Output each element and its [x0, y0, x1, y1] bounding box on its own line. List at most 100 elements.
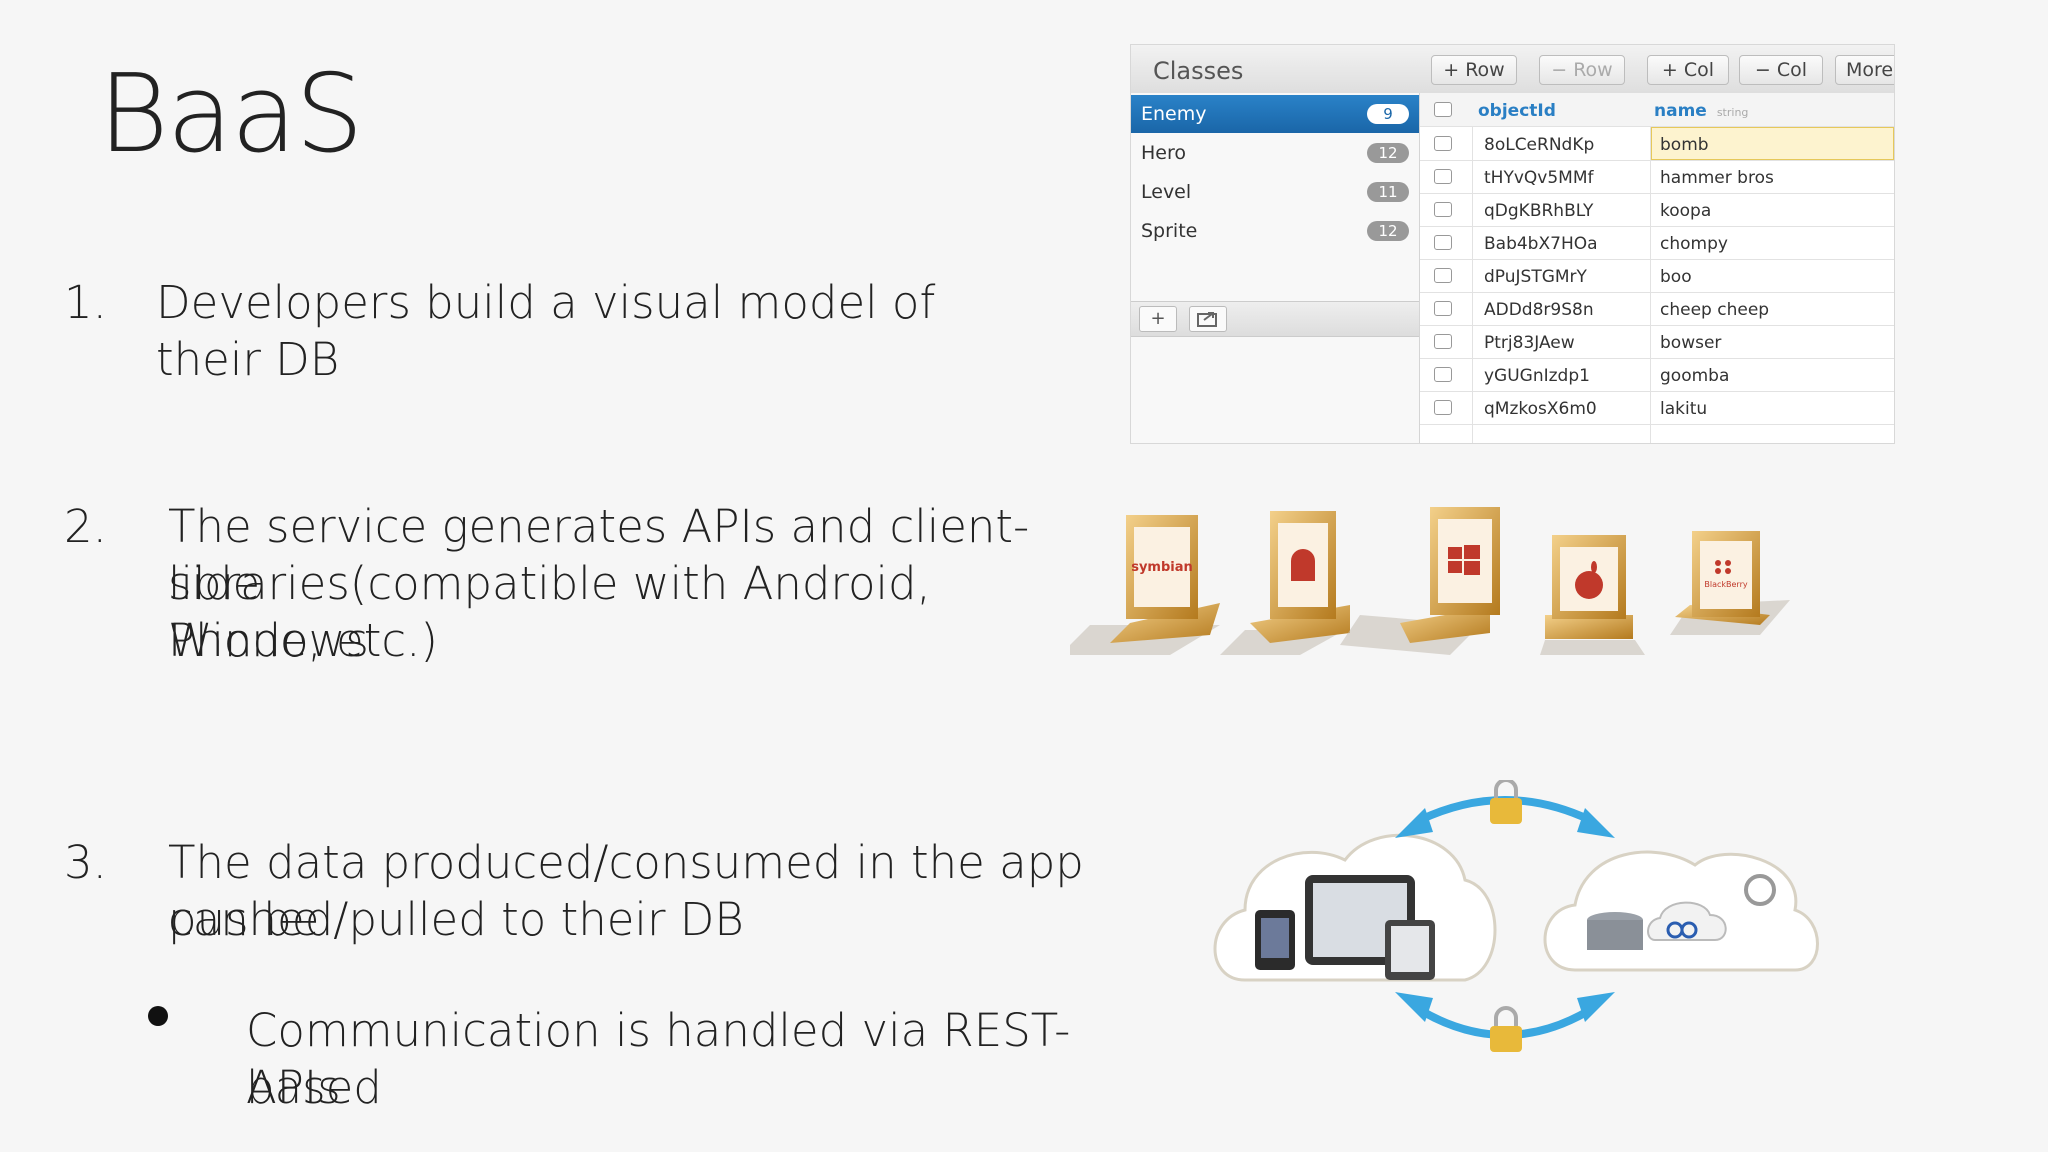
remove-col-button[interactable]: − Col	[1739, 55, 1823, 85]
row-checkbox[interactable]	[1434, 202, 1452, 217]
row-checkbox[interactable]	[1434, 235, 1452, 250]
bullet-line-2: APIs	[246, 1061, 341, 1114]
grid-header-row: objectId name string	[1420, 93, 1894, 127]
point-2-line-2: libraries(compatible with Android, Windo…	[168, 557, 931, 667]
class-item-label: Sprite	[1141, 220, 1198, 242]
cell-name[interactable]: lakitu	[1660, 399, 1708, 419]
cloud-sync-diagram	[1205, 778, 1835, 1070]
grid-divider	[1472, 93, 1473, 443]
add-row-button[interactable]: + Row	[1431, 55, 1517, 85]
point-1-number: 1.	[64, 276, 107, 329]
grid-divider	[1650, 93, 1651, 443]
bullet-dot	[148, 1006, 168, 1026]
row-checkbox[interactable]	[1434, 400, 1452, 415]
table-row[interactable]: 8oLCeRNdKp bomb	[1420, 127, 1894, 161]
class-count-badge: 11	[1367, 182, 1409, 202]
class-item-hero[interactable]: Hero 12	[1131, 134, 1419, 172]
point-3-line-2: pushed/pulled to their DB	[168, 893, 744, 946]
class-item-sprite[interactable]: Sprite 12	[1131, 212, 1419, 250]
bullet-item: Communication is handled via REST-based …	[246, 1002, 1146, 1122]
cell-name[interactable]: bowser	[1660, 333, 1722, 353]
windows-phone-icon	[1340, 507, 1500, 655]
top-sync-arrows	[1395, 778, 1615, 838]
symbian-icon: symbian	[1060, 515, 1220, 655]
cell-objectid[interactable]: Bab4bX7HOa	[1484, 234, 1598, 254]
class-item-level[interactable]: Level 11	[1131, 173, 1419, 211]
selected-cell-highlight	[1651, 127, 1894, 160]
platform-plaques-svg: symbian	[1060, 507, 1790, 655]
point-1-text: Developers build a visual model of their…	[156, 276, 936, 386]
column-header-objectid[interactable]: objectId	[1478, 101, 1556, 121]
column-name-label: name	[1654, 101, 1707, 121]
cell-name[interactable]: cheep cheep	[1660, 300, 1770, 320]
cell-objectid[interactable]: 8oLCeRNdKp	[1484, 135, 1595, 155]
class-count-badge: 12	[1367, 221, 1409, 241]
class-item-label: Hero	[1141, 142, 1186, 164]
cell-name[interactable]: bomb	[1660, 135, 1709, 155]
point-2: 2. The service generates APIs and client…	[64, 498, 1084, 678]
more-button[interactable]: More	[1835, 55, 1894, 85]
cell-objectid[interactable]: qMzkosX6m0	[1484, 399, 1597, 419]
table-row[interactable]: qMzkosX6m0 lakitu	[1420, 391, 1894, 425]
row-checkbox[interactable]	[1434, 136, 1452, 151]
sidebar-actions: +	[1131, 301, 1419, 337]
symbian-label: symbian	[1131, 560, 1193, 575]
point-1: 1. Developers build a visual model of th…	[64, 274, 1024, 386]
device-cloud	[1213, 833, 1497, 982]
point-3-number: 3.	[64, 836, 107, 889]
db-browser-panel: Classes + Row − Row + Col − Col More Ene…	[1130, 44, 1895, 444]
cloud-sync-svg	[1213, 778, 1819, 1052]
blackberry-label: BlackBerry	[1704, 580, 1747, 589]
table-row[interactable]: yGUGnIzdp1 goomba	[1420, 358, 1894, 392]
table-row[interactable]: Ptrj83JAew bowser	[1420, 325, 1894, 359]
cell-objectid[interactable]: tHYvQv5MMf	[1484, 168, 1594, 188]
class-count-badge: 12	[1367, 143, 1409, 163]
remove-row-button[interactable]: − Row	[1539, 55, 1625, 85]
row-checkbox[interactable]	[1434, 268, 1452, 283]
panel-toolbar: Classes + Row − Row + Col − Col More	[1131, 45, 1894, 94]
blackberry-icon: BlackBerry	[1670, 531, 1790, 635]
point-3-line-1: The data produced/consumed in the app ca…	[168, 836, 1084, 946]
table-row[interactable]: tHYvQv5MMf hammer bros	[1420, 160, 1894, 194]
row-checkbox[interactable]	[1434, 169, 1452, 184]
classes-sidebar: Enemy 9 Hero 12 Level 11 Sprite 12 +	[1131, 93, 1420, 443]
table-row[interactable]: dPuJSTGMrY boo	[1420, 259, 1894, 293]
add-class-button[interactable]: +	[1139, 306, 1177, 332]
column-type-label: string	[1716, 106, 1749, 119]
cell-name[interactable]: hammer bros	[1660, 168, 1774, 188]
point-2-number: 2.	[64, 500, 107, 553]
cell-name[interactable]: koopa	[1660, 201, 1712, 221]
row-checkbox[interactable]	[1434, 367, 1452, 382]
select-all-checkbox[interactable]	[1434, 102, 1452, 117]
cell-objectid[interactable]: ADDd8r9S8n	[1484, 300, 1594, 320]
cell-name[interactable]: chompy	[1660, 234, 1728, 254]
export-icon	[1197, 312, 1217, 327]
column-header-name[interactable]: name string	[1654, 101, 1748, 121]
cell-objectid[interactable]: Ptrj83JAew	[1484, 333, 1575, 353]
cell-name[interactable]: boo	[1660, 267, 1692, 287]
row-checkbox[interactable]	[1434, 301, 1452, 316]
class-item-label: Enemy	[1141, 103, 1207, 125]
server-cloud	[1543, 850, 1819, 972]
point-3: 3. The data produced/consumed in the app…	[64, 834, 1124, 954]
classes-label: Classes	[1153, 57, 1244, 85]
cell-objectid[interactable]: yGUGnIzdp1	[1484, 366, 1590, 386]
cell-objectid[interactable]: qDgKBRhBLY	[1484, 201, 1594, 221]
table-row[interactable]: qDgKBRhBLY koopa	[1420, 193, 1894, 227]
export-class-button[interactable]	[1189, 306, 1227, 332]
slide-title: BaaS	[98, 52, 364, 177]
cell-objectid[interactable]: dPuJSTGMrY	[1484, 267, 1587, 287]
apple-icon	[1540, 535, 1645, 655]
cell-name[interactable]: goomba	[1660, 366, 1730, 386]
point-2-line-3: Phone, etc.)	[168, 614, 438, 667]
android-icon	[1220, 511, 1350, 655]
row-checkbox[interactable]	[1434, 334, 1452, 349]
class-item-enemy[interactable]: Enemy 9	[1131, 95, 1419, 133]
point-2-line-1: The service generates APIs and client-si…	[168, 500, 1030, 610]
class-item-label: Level	[1141, 181, 1192, 203]
table-row[interactable]: ADDd8r9S8n cheep cheep	[1420, 292, 1894, 326]
class-count-badge: 9	[1367, 104, 1409, 124]
plus-icon: +	[1150, 308, 1166, 329]
table-row[interactable]: Bab4bX7HOa chompy	[1420, 226, 1894, 260]
add-col-button[interactable]: + Col	[1647, 55, 1729, 85]
